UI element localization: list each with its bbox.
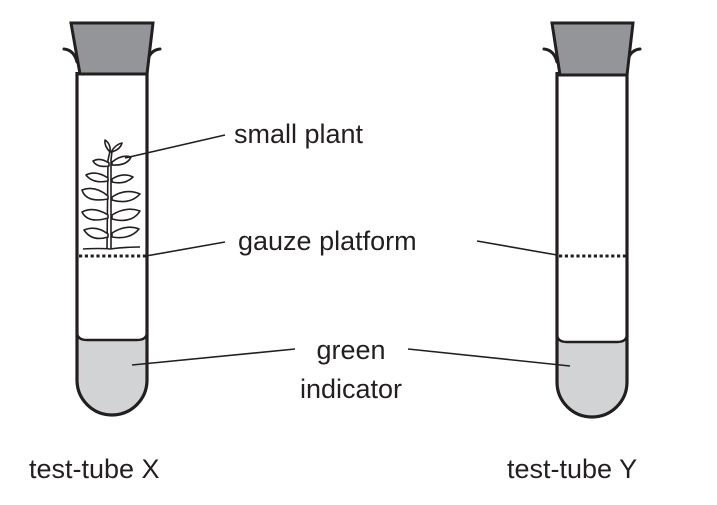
indicator-liquid-x — [75, 331, 149, 417]
label-indicator-line1: green — [316, 335, 385, 365]
leader-gauze-x — [145, 241, 226, 257]
leader-gauze-y — [476, 240, 558, 256]
label-indicator-line2: indicator — [300, 374, 402, 404]
leader-indicator-y — [407, 348, 571, 367]
caption-test-tube-x: test-tube X — [29, 454, 160, 484]
leader-indicator-x — [131, 348, 296, 366]
leader-small-plant — [124, 134, 226, 159]
indicator-liquid-y — [555, 333, 629, 419]
test-tube-x — [62, 21, 162, 417]
small-plant — [81, 139, 141, 250]
label-gauze-platform: gauze platform — [238, 226, 417, 256]
stopper-x — [69, 21, 155, 76]
test-tube-y — [542, 21, 642, 419]
stopper-y — [550, 21, 635, 77]
tube-wall-x — [75, 72, 149, 417]
tube-wall-y — [555, 72, 629, 419]
caption-test-tube-y: test-tube Y — [507, 454, 637, 484]
label-small-plant: small plant — [234, 119, 364, 149]
